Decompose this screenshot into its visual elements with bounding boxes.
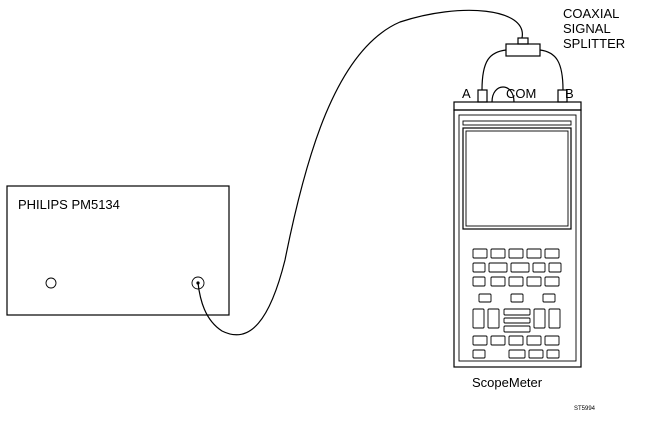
- scopemeter-body: [453, 109, 582, 368]
- scopemeter: A COM B: [453, 86, 582, 390]
- com-label: COM: [506, 86, 536, 101]
- scopemeter-screen: [462, 127, 572, 230]
- plug-a: [477, 89, 488, 103]
- coaxial-signal-splitter: COAXIAL SIGNAL SPLITTER: [481, 6, 625, 91]
- splitter-label-line-3: SPLITTER: [563, 36, 625, 51]
- splitter-label-line-2: SIGNAL: [563, 21, 611, 36]
- generator-left-connector: [45, 277, 57, 289]
- scopemeter-keypad: [472, 248, 562, 359]
- input-a-label: A: [462, 86, 471, 101]
- signal-generator: PHILIPS PM5134: [6, 185, 230, 316]
- figure-code: ST5994: [574, 406, 596, 412]
- scopemeter-label: ScopeMeter: [472, 375, 543, 390]
- generator-label: PHILIPS PM5134: [18, 197, 120, 212]
- coaxial-cable: [197, 9, 523, 336]
- com-loop-wire: [491, 86, 515, 103]
- generator-output-connector: [191, 276, 205, 290]
- splitter-label-line-1: COAXIAL: [563, 6, 619, 21]
- input-b-label: B: [565, 86, 574, 101]
